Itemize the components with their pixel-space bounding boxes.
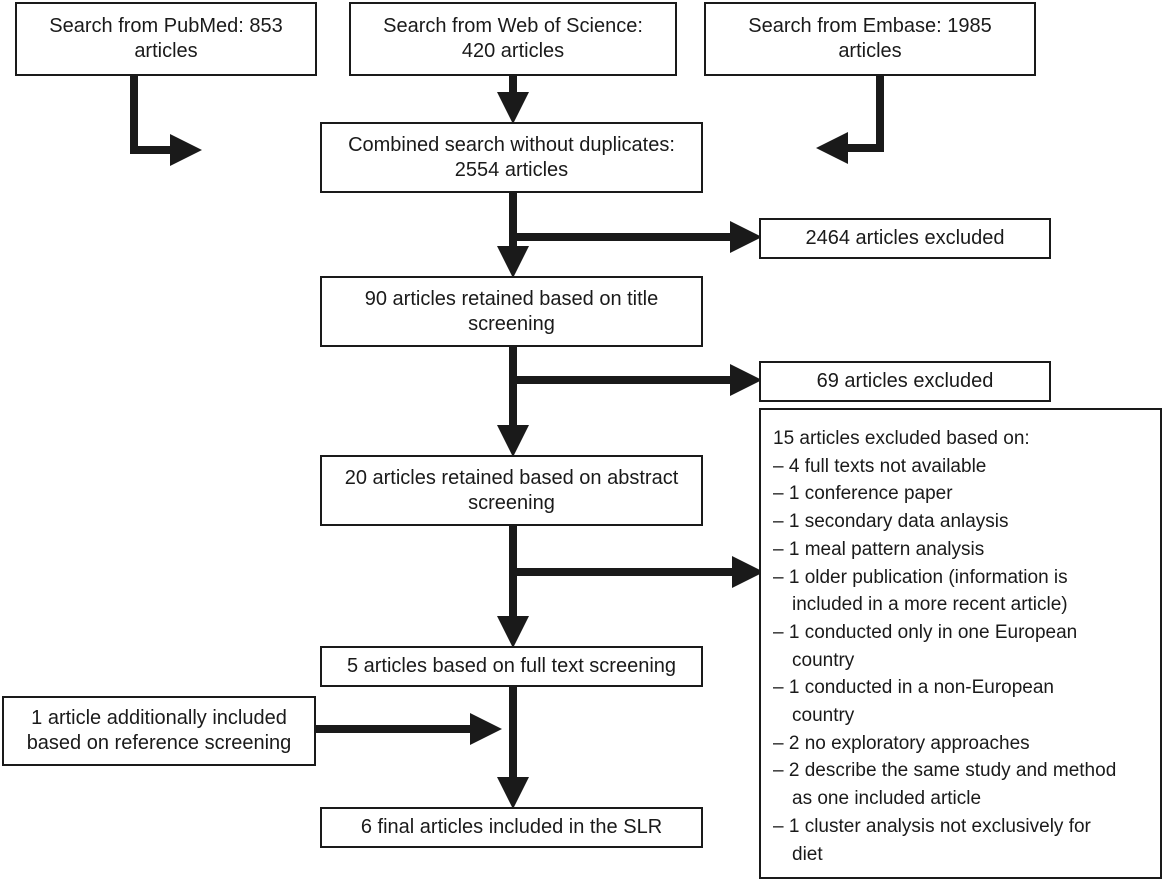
exclusion-reason-line: – 1 secondary data anlaysis <box>773 511 1009 533</box>
embase-search-box: Search from Embase: 1985 articles <box>704 2 1036 76</box>
excluded-abstract-text: 69 articles excluded <box>816 370 994 392</box>
title-screening-line-1: 90 articles retained based on title <box>364 287 659 310</box>
pubmed-search-box: Search from PubMed: 853 articles <box>15 2 317 76</box>
excluded-title-text: 2464 articles excluded <box>805 227 1005 249</box>
full-text-screening-box: 5 articles based on full text screening <box>320 646 703 687</box>
wos-line-2: 420 articles <box>461 40 565 62</box>
exclusion-reason-continuation: country <box>792 705 855 727</box>
title-screening-line-2: screening <box>468 312 555 335</box>
exclusion-reason-item: – 2 describe the same study and method a… <box>773 757 1160 812</box>
embase-line-1: Search from Embase: 1985 <box>748 15 992 37</box>
exclusion-reason-line: – 2 describe the same study and method <box>773 760 1117 782</box>
exclusion-reason-line: – 2 no exploratory approaches <box>773 732 1030 754</box>
arrow-pubmed-to-combined <box>130 76 202 166</box>
exclusion-reason-line: – 1 meal pattern analysis <box>773 538 985 560</box>
reference-screening-box: 1 article additionally included based on… <box>2 696 316 766</box>
exclusion-reason-continuation: country <box>792 649 855 671</box>
exclusion-reason-item: – 4 full texts not available <box>773 453 1160 481</box>
exclusion-reason-item: – 1 conducted only in one European count… <box>773 619 1160 674</box>
exclusion-reason-line: – 4 full texts not available <box>773 455 987 477</box>
exclusion-reason-item: – 2 no exploratory approaches <box>773 730 1160 758</box>
web-of-science-search-box: Search from Web of Science: 420 articles <box>349 2 677 76</box>
exclusion-reason-item: – 1 older publication (information is in… <box>773 564 1160 619</box>
embase-line-2: articles <box>838 40 902 62</box>
exclusion-reason-continuation: as one included article <box>792 788 982 810</box>
final-articles-box: 6 final articles included in the SLR <box>320 807 703 848</box>
excluded-after-title-box: 2464 articles excluded <box>759 218 1051 259</box>
exclusion-reasons-list: – 4 full texts not available – 1 confere… <box>773 453 1160 869</box>
reference-screening-line-1: 1 article additionally included <box>31 707 287 729</box>
pubmed-line-1: Search from PubMed: 853 <box>49 15 283 37</box>
abstract-screening-line-2: screening <box>468 491 555 514</box>
exclusion-reason-line: – 1 cluster analysis not exclusively for <box>773 815 1091 837</box>
exclusion-reasons-box: 15 articles excluded based on: – 4 full … <box>759 408 1162 879</box>
combined-line-1: Combined search without duplicates: <box>348 133 675 156</box>
exclusion-reason-line: – 1 older publication (information is <box>773 566 1068 588</box>
exclusion-reasons-heading: 15 articles excluded based on: <box>773 428 1030 449</box>
exclusion-reason-item: – 1 meal pattern analysis <box>773 536 1160 564</box>
reference-screening-line-2: based on reference screening <box>26 732 292 754</box>
abstract-screening-box: 20 articles retained based on abstract s… <box>320 455 703 526</box>
exclusion-reason-item: – 1 cluster analysis not exclusively for… <box>773 813 1160 868</box>
arrow-embase-to-combined <box>816 76 884 164</box>
exclusion-reason-line: – 1 conducted only in one European <box>773 621 1078 643</box>
exclusion-reason-item: – 1 conference paper <box>773 480 1160 508</box>
exclusion-reason-line: – 1 conference paper <box>773 483 953 505</box>
exclusion-reason-item: – 1 secondary data anlaysis <box>773 508 1160 536</box>
wos-line-1: Search from Web of Science: <box>383 15 643 37</box>
exclusion-reason-continuation: included in a more recent article) <box>792 594 1068 616</box>
combined-search-box: Combined search without duplicates: 2554… <box>320 122 703 193</box>
exclusion-reason-line: – 1 conducted in a non-European <box>773 677 1054 699</box>
combined-line-2: 2554 articles <box>454 158 569 181</box>
abstract-screening-line-1: 20 articles retained based on abstract <box>344 466 679 489</box>
exclusion-reason-item: – 1 conducted in a non-European country <box>773 674 1160 729</box>
pubmed-line-2: articles <box>134 40 198 62</box>
full-text-screening-text: 5 articles based on full text screening <box>346 655 677 677</box>
title-screening-box: 90 articles retained based on title scre… <box>320 276 703 347</box>
exclusion-reason-continuation: diet <box>792 843 823 865</box>
final-articles-text: 6 final articles included in the SLR <box>360 816 663 838</box>
excluded-after-abstract-box: 69 articles excluded <box>759 361 1051 402</box>
